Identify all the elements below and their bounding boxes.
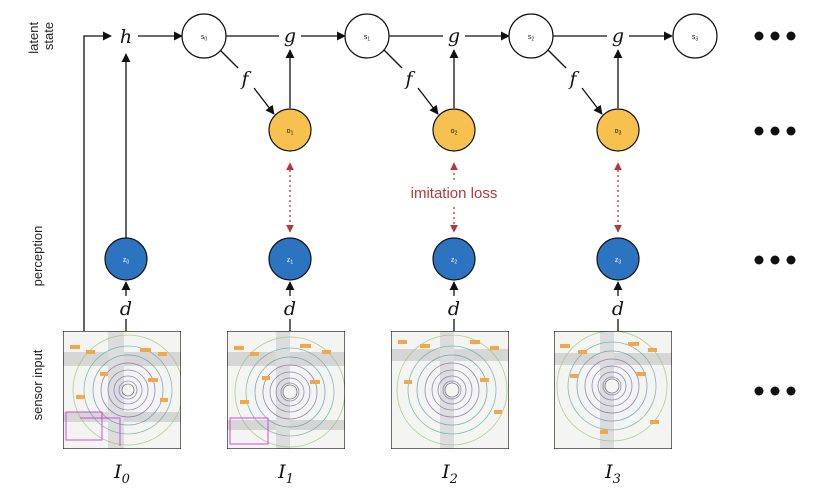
edge-s1-to-f2 bbox=[383, 49, 403, 69]
label-f-1: f bbox=[239, 68, 251, 90]
perception-node-3: z3 bbox=[596, 237, 640, 281]
label-g-2: g bbox=[448, 25, 460, 47]
sensor-image-3 bbox=[554, 331, 672, 449]
svg-text:o3: o3 bbox=[615, 128, 622, 137]
svg-text:s0: s0 bbox=[201, 34, 208, 43]
label-f-2: f bbox=[403, 68, 415, 90]
state-node-1: s1 bbox=[344, 13, 390, 59]
perception-node-1: z1 bbox=[268, 237, 312, 281]
svg-text:z0: z0 bbox=[123, 257, 130, 266]
svg-text:z1: z1 bbox=[287, 257, 294, 266]
ellipsis-icon bbox=[754, 31, 796, 41]
imitation-loss-label: imitation loss bbox=[411, 185, 498, 202]
frame-label-2: I2 bbox=[441, 461, 458, 487]
sensor-image-1 bbox=[227, 331, 345, 449]
row-label-latent-state: latent state bbox=[26, 18, 56, 53]
observation-node-1: o1 bbox=[268, 108, 312, 152]
edge-f3-to-o3 bbox=[581, 87, 603, 115]
row-label-perception: perception bbox=[30, 226, 45, 287]
edge-f1-to-o1 bbox=[253, 87, 275, 115]
sensor-image-2 bbox=[391, 331, 509, 449]
perception-node-2: z2 bbox=[432, 237, 476, 281]
svg-text:s3: s3 bbox=[692, 34, 699, 43]
svg-text:o1: o1 bbox=[287, 128, 294, 137]
ellipsis-icon bbox=[754, 255, 796, 265]
label-h: h bbox=[120, 26, 132, 48]
frame-label-3: I3 bbox=[604, 461, 621, 487]
edge-i0-to-h bbox=[83, 31, 112, 331]
label-d-3: d bbox=[612, 298, 624, 320]
label-f-3: f bbox=[567, 68, 579, 90]
label-g-3: g bbox=[612, 25, 624, 47]
frame-label-0: I0 bbox=[113, 461, 130, 487]
label-g-1: g bbox=[284, 25, 296, 47]
label-d-0: d bbox=[120, 298, 132, 320]
row-label-latent-line1: latent bbox=[26, 22, 41, 54]
svg-text:z2: z2 bbox=[451, 257, 458, 266]
state-node-3: s3 bbox=[672, 13, 718, 59]
frame-label-1: I1 bbox=[277, 461, 294, 487]
label-d-2: d bbox=[448, 298, 460, 320]
label-d-1: d bbox=[284, 298, 296, 320]
row-label-latent-line2: state bbox=[41, 22, 56, 50]
state-node-0: s0 bbox=[181, 13, 227, 59]
observation-node-2: o2 bbox=[432, 108, 476, 152]
row-label-sensor-input: sensor input bbox=[30, 349, 45, 420]
svg-text:z3: z3 bbox=[615, 257, 622, 266]
svg-text:s2: s2 bbox=[528, 34, 535, 43]
edge-s0-to-f1 bbox=[219, 49, 239, 69]
svg-text:s1: s1 bbox=[364, 34, 371, 43]
edge-s2-to-f3 bbox=[547, 49, 567, 69]
sensor-image-0 bbox=[63, 331, 181, 449]
perception-node-0: z0 bbox=[104, 237, 148, 281]
observation-node-3: o3 bbox=[596, 108, 640, 152]
ellipsis-icon bbox=[754, 126, 796, 136]
state-node-2: s2 bbox=[508, 13, 554, 59]
svg-text:o2: o2 bbox=[451, 128, 458, 137]
ellipsis-icon bbox=[754, 386, 796, 396]
edge-f2-to-o2 bbox=[417, 87, 439, 115]
